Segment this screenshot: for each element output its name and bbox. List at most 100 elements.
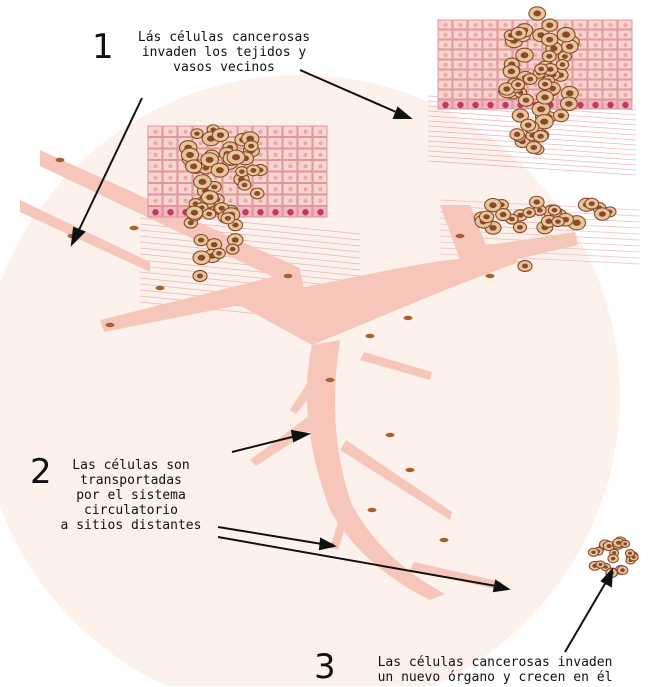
cancer-nucleus (599, 211, 606, 216)
tissue-nucleus (534, 23, 538, 27)
step-2-line-3: por el sistema (56, 488, 206, 503)
step-3-line-2: un nuevo órgano y crecen en él (350, 670, 640, 685)
cancer-nucleus (540, 119, 548, 125)
cancer-nucleus (517, 225, 523, 230)
tissue-nucleus (169, 141, 173, 145)
tissue-nucleus (474, 73, 478, 77)
tissue-nucleus (154, 187, 158, 191)
tissue-nucleus (169, 187, 173, 191)
tissue-nucleus (169, 130, 173, 134)
tissue-nucleus (459, 23, 463, 27)
cancer-nucleus (217, 132, 224, 138)
cancer-nucleus (190, 164, 197, 170)
tissue-nucleus (154, 199, 158, 203)
tissue-nucleus (289, 199, 293, 203)
cancer-nucleus (546, 23, 553, 28)
cancer-nucleus (598, 563, 602, 566)
tissue-nucleus (444, 93, 448, 97)
step-3-number: 3 (314, 650, 336, 684)
tissue-nucleus (304, 141, 308, 145)
tissue-nucleus (457, 102, 463, 108)
tissue-nucleus (474, 53, 478, 57)
tissue-nucleus (274, 187, 278, 191)
arrow-step3 (565, 582, 606, 652)
cancer-nucleus (198, 238, 204, 243)
circulating-blood-cell (368, 508, 377, 512)
cancer-nucleus (611, 557, 616, 561)
cancer-nucleus (211, 185, 217, 190)
cancer-nucleus (232, 154, 240, 160)
step-2-caption: Las células son transportadas por el sis… (56, 458, 206, 533)
tissue-nucleus (304, 130, 308, 134)
tissue-nucleus (594, 63, 598, 67)
cancer-nucleus (542, 82, 548, 87)
cancer-nucleus (530, 145, 537, 150)
tissue-nucleus (444, 33, 448, 37)
tissue-nucleus (474, 83, 478, 87)
tissue-nucleus (319, 176, 323, 180)
cancer-nucleus (500, 212, 507, 217)
tissue-nucleus (592, 102, 598, 108)
tissue-nucleus (579, 93, 583, 97)
tissue-nucleus (154, 130, 158, 134)
tissue-nucleus (609, 83, 613, 87)
step-2-line-4: circulatorio (56, 503, 206, 518)
tissue-nucleus (579, 63, 583, 67)
cancer-nucleus (623, 542, 627, 545)
step-3-caption: Las células cancerosas invaden un nuevo … (350, 655, 640, 685)
cancer-nucleus (555, 219, 561, 223)
cancer-nucleus (533, 200, 540, 205)
tissue-nucleus (487, 102, 493, 108)
tissue-nucleus (459, 33, 463, 37)
tissue-nucleus (274, 141, 278, 145)
tissue-nucleus (534, 53, 538, 57)
circulating-blood-cell (386, 433, 395, 437)
tissue-nucleus (594, 43, 598, 47)
tissue-nucleus (289, 141, 293, 145)
tissue-nucleus (459, 53, 463, 57)
cancer-nucleus (490, 225, 497, 231)
tissue-nucleus (489, 83, 493, 87)
tissue-nucleus (242, 209, 248, 215)
tissue-nucleus (579, 73, 583, 77)
tissue-nucleus (594, 33, 598, 37)
tissue-nucleus (624, 83, 628, 87)
tissue-nucleus (459, 83, 463, 87)
tissue-nucleus (274, 176, 278, 180)
tissue-nucleus (169, 199, 173, 203)
step-2-line-2: transportadas (56, 473, 206, 488)
cancer-nucleus (191, 210, 198, 216)
tissue-nucleus (319, 130, 323, 134)
cancer-nucleus (517, 113, 524, 119)
tissue-nucleus (609, 23, 613, 27)
tissue-nucleus (317, 209, 323, 215)
tissue-nucleus (502, 102, 508, 108)
step-2-number: 2 (30, 455, 52, 489)
tissue-nucleus (579, 23, 583, 27)
cancer-nucleus (515, 31, 522, 36)
tissue-nucleus (304, 187, 308, 191)
tissue-nucleus (184, 199, 188, 203)
tissue-nucleus (607, 102, 613, 108)
tissue-nucleus (152, 209, 158, 215)
tissue-nucleus (489, 43, 493, 47)
circulating-blood-cell (406, 468, 415, 472)
cancer-nucleus (546, 219, 553, 224)
circulating-blood-cell (326, 378, 335, 382)
cancer-nucleus (230, 247, 236, 251)
cancer-nucleus (250, 168, 256, 173)
cancer-nucleus (628, 552, 632, 555)
circulating-cancer-nucleus (522, 264, 528, 269)
tissue-nucleus (184, 187, 188, 191)
cancer-nucleus (232, 223, 238, 228)
tissue-nucleus (257, 209, 263, 215)
tissue-nucleus (609, 43, 613, 47)
tissue-nucleus (444, 43, 448, 47)
circulating-blood-cell (366, 334, 375, 338)
circulating-blood-cell (284, 274, 293, 278)
tissue-nucleus (577, 102, 583, 108)
cancer-nucleus (514, 132, 520, 137)
step-1-caption: Lás células cancerosas invaden los tejid… (124, 30, 324, 75)
tissue-nucleus (302, 209, 308, 215)
